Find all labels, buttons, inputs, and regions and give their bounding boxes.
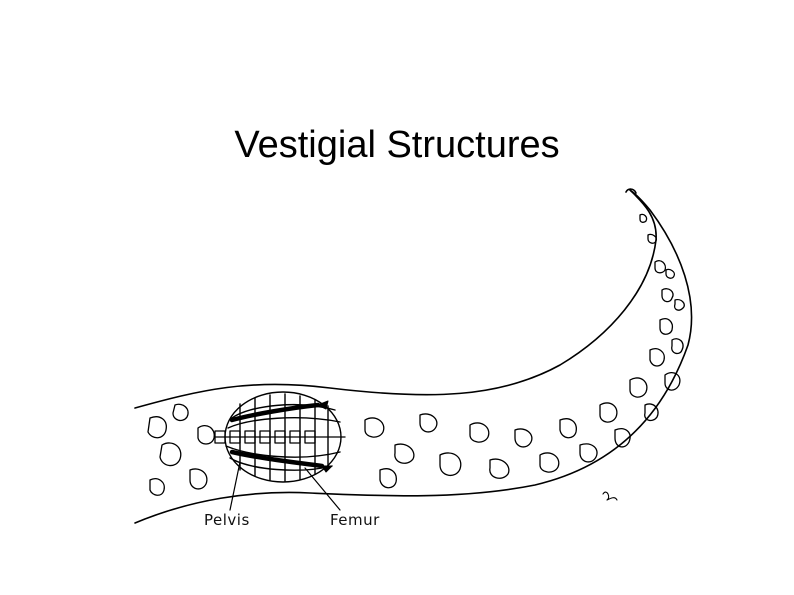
artist-signature <box>602 491 618 501</box>
slide-title: Vestigial Structures <box>234 124 560 166</box>
snake-body-upper-outline <box>134 189 657 409</box>
pelvis-pointer-line <box>229 461 241 511</box>
femur-pointer-line <box>304 467 341 511</box>
pelvis-label: Pelvis <box>204 511 250 529</box>
spine <box>214 430 346 444</box>
snake-body-lower-outline <box>134 189 693 524</box>
femur-bone-tip-upper <box>317 400 329 410</box>
femur-label: Femur <box>330 511 380 529</box>
snake-tail-tip <box>625 188 637 194</box>
vestigial-bones <box>229 402 325 469</box>
scale-pattern <box>147 213 685 496</box>
femur-bone-tip-lower <box>321 465 333 473</box>
